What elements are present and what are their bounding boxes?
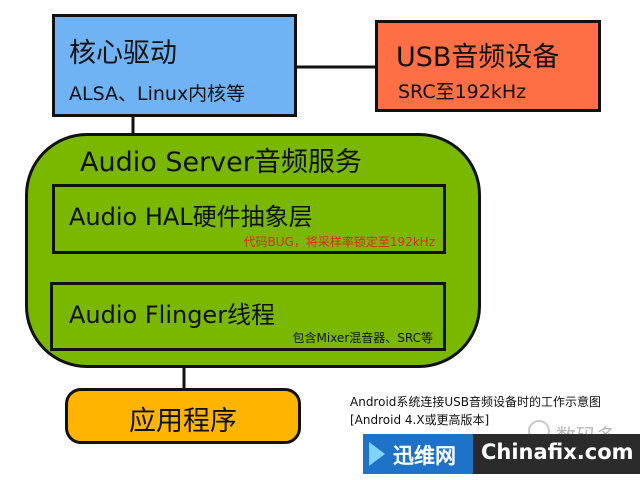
audio-hal-title: Audio HAL硬件抽象层 <box>69 203 313 231</box>
banner-cn-text: 迅维网 <box>393 444 456 468</box>
banner-en-text: Chinafix.com <box>481 440 634 464</box>
usb-audio-device-subtitle: SRC至192kHz <box>398 81 527 103</box>
core-driver-box: 核心驱动 ALSA、Linux内核等 <box>52 14 297 117</box>
usb-audio-device-box: USB音频设备 SRC至192kHz <box>375 20 601 112</box>
core-driver-title: 核心驱动 <box>69 38 177 69</box>
usb-audio-device-title: USB音频设备 <box>396 42 560 73</box>
audio-flinger-title: Audio Flinger线程 <box>69 301 276 329</box>
site-banner: 迅维网 Chinafix.com <box>363 434 640 474</box>
application-title: 应用程序 <box>129 406 237 437</box>
banner-left-panel: 迅维网 <box>363 434 473 474</box>
application-box: 应用程序 <box>65 388 301 444</box>
audio-hal-box: Audio HAL硬件抽象层 代码BUG，将采样率锁定至192kHz <box>52 184 446 254</box>
audio-server-title: Audio Server音频服务 <box>80 147 362 178</box>
core-driver-subtitle: ALSA、Linux内核等 <box>69 83 246 105</box>
audio-flinger-box: Audio Flinger线程 包含Mixer混音器、SRC等 <box>50 282 446 351</box>
caption-line-1: Android系统连接USB音频设备时的工作示意图 <box>350 395 602 409</box>
audio-flinger-note: 包含Mixer混音器、SRC等 <box>292 331 433 345</box>
arrow-logo-icon <box>369 442 385 466</box>
caption-line-2: [Android 4.X或更高版本] <box>350 413 490 427</box>
audio-hal-note: 代码BUG，将采样率锁定至192kHz <box>243 235 436 249</box>
